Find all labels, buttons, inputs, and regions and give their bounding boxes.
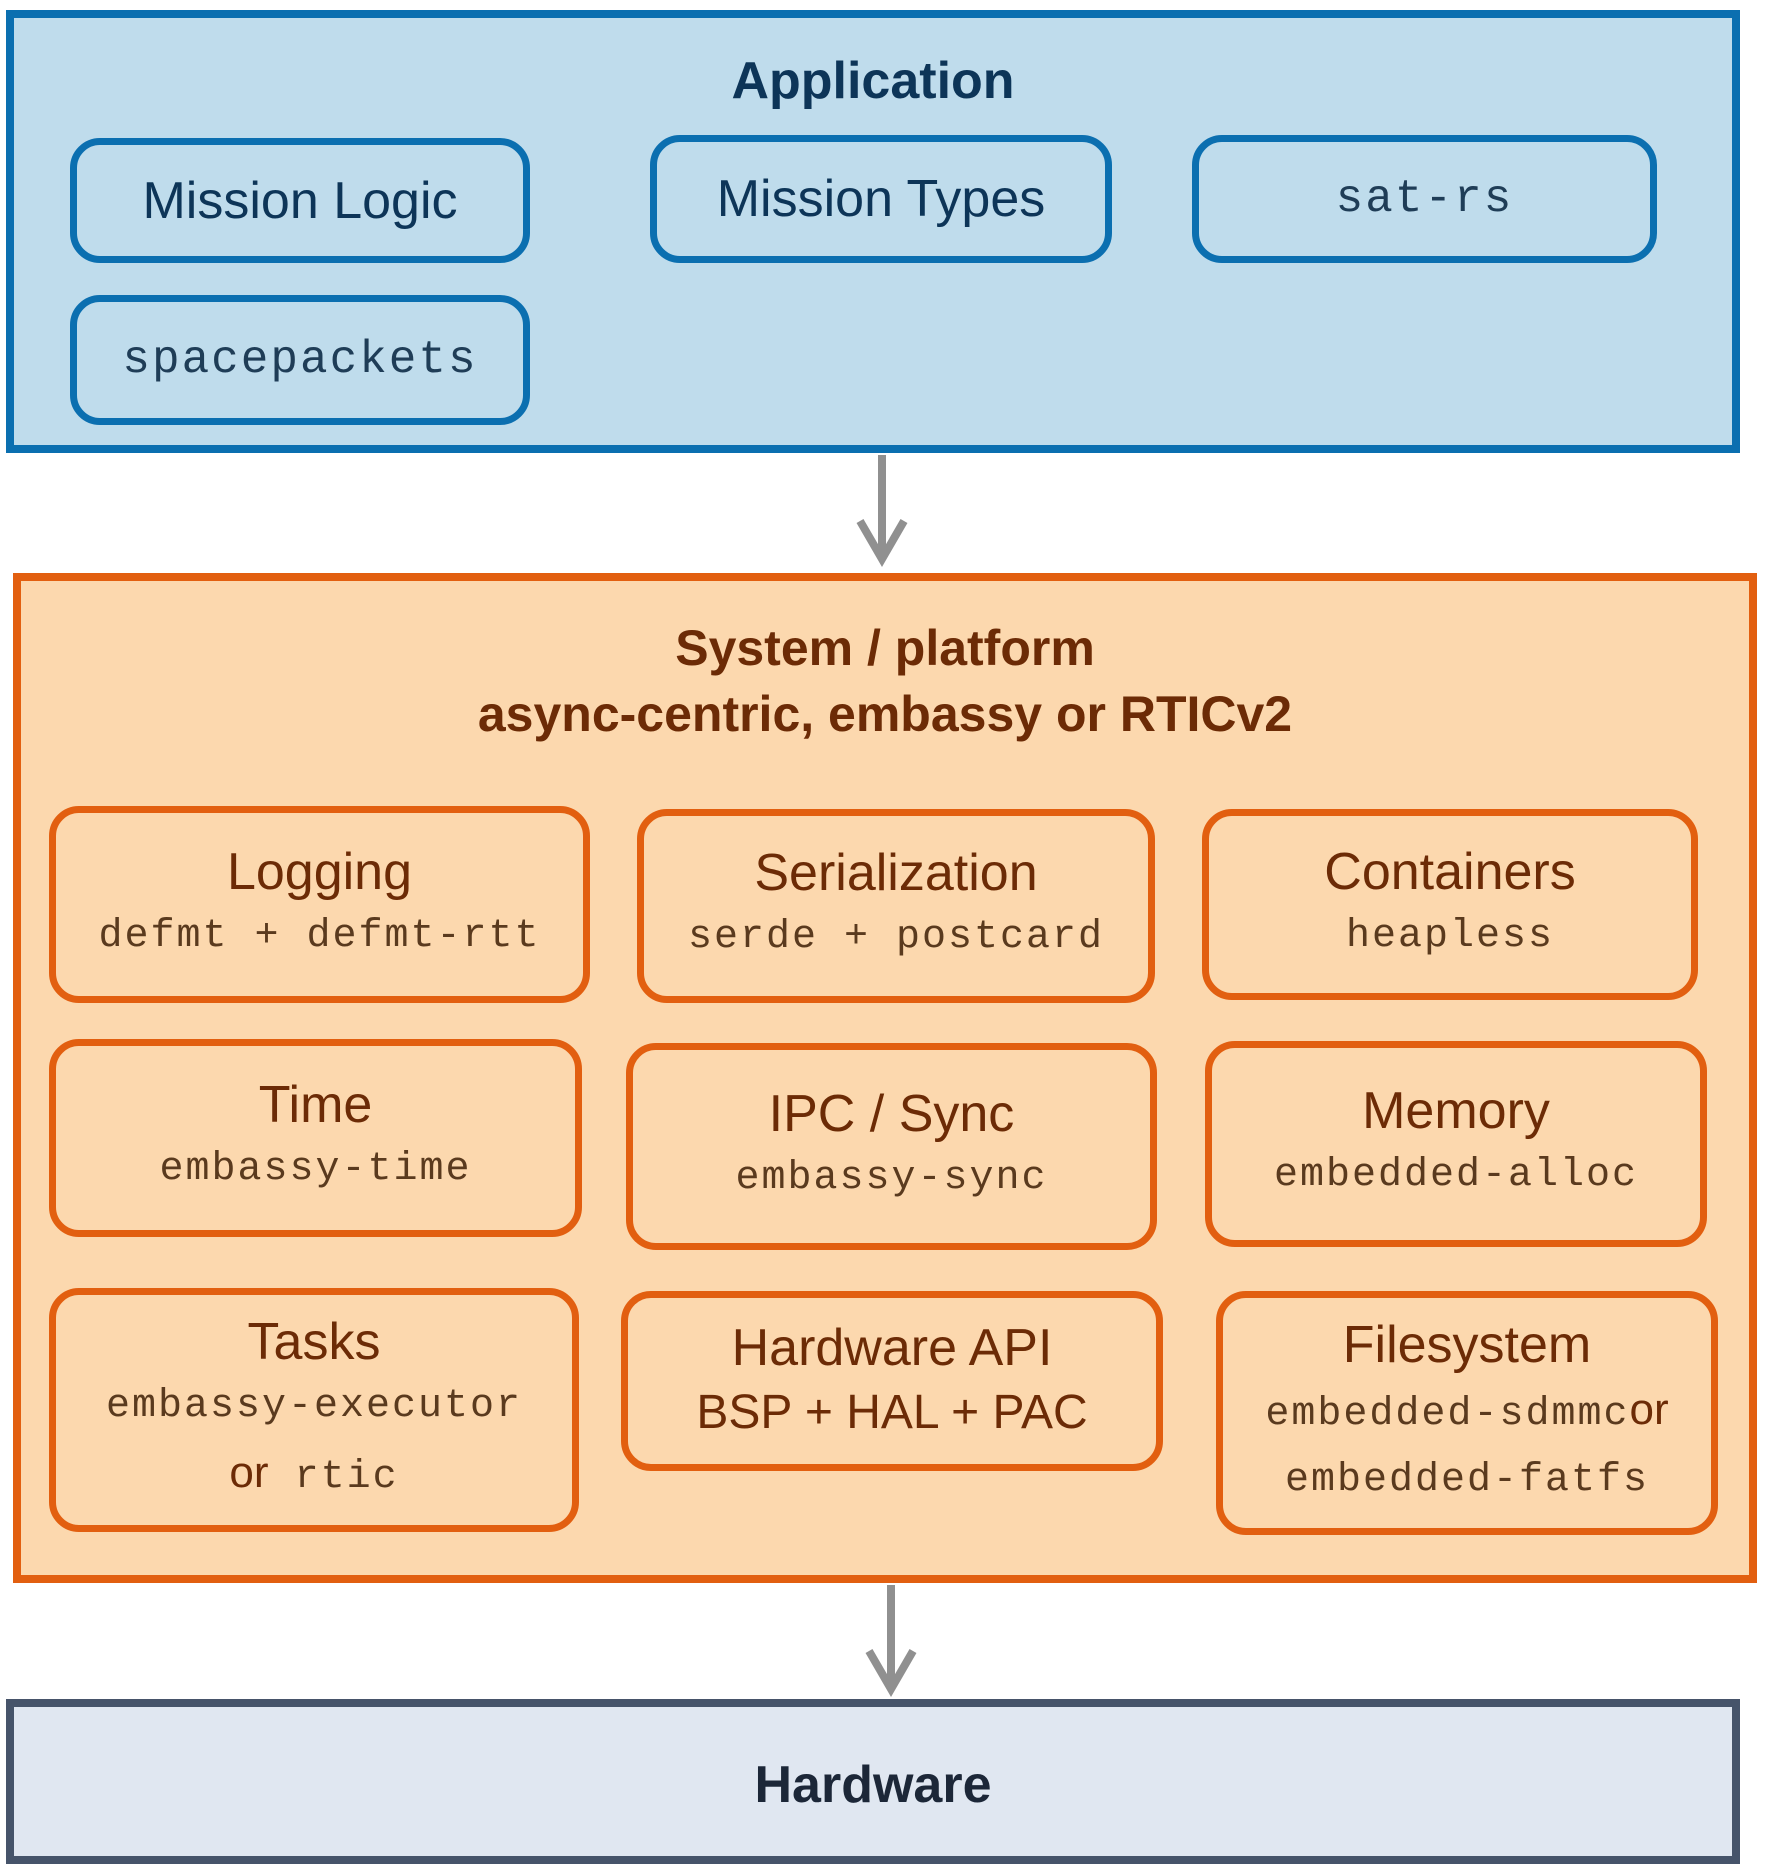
tasks-crate: embassy-executor — [105, 1383, 523, 1429]
spacepackets-label: spacepackets — [122, 334, 478, 386]
containers-crate: heapless — [1345, 913, 1555, 959]
serialization-box: Serialization serde + postcard — [637, 809, 1155, 1003]
arrow-application-to-system — [856, 455, 908, 567]
containers-label: Containers — [1324, 842, 1576, 901]
mission-types-label: Mission Types — [716, 170, 1046, 228]
filesystem-crate: embedded-sdmmc — [1265, 1391, 1630, 1437]
system-platform-layer-title: System / platform async-centric, embassy… — [477, 620, 1293, 742]
sat-rs-box: sat-rs — [1192, 135, 1657, 263]
time-crate: embassy-time — [159, 1147, 472, 1192]
time-label: Time — [258, 1076, 373, 1134]
system-platform-layer: System / platform async-centric, embassy… — [13, 573, 1757, 1583]
hardware-api-detail: BSP + HAL + PAC — [696, 1386, 1088, 1439]
spacepackets-box: spacepackets — [70, 295, 530, 425]
mission-logic-label: Mission Logic — [142, 171, 458, 230]
serialization-crate: serde + postcard — [687, 915, 1105, 960]
application-layer: Application Mission Logic Mission Types … — [6, 10, 1740, 453]
ipc-sync-box: IPC / Sync embassy-sync — [626, 1043, 1157, 1250]
logging-box: Logging defmt + defmt-rtt — [49, 806, 590, 1003]
filesystem-label: Filesystem — [1342, 1315, 1592, 1374]
filesystem-or-word: or — [1629, 1384, 1669, 1434]
tasks-box: Tasks embassy-executor or rtic — [49, 1288, 579, 1532]
hardware-api-box: Hardware API BSP + HAL + PAC — [621, 1291, 1163, 1471]
memory-box: Memory embedded-alloc — [1205, 1041, 1707, 1247]
mission-logic-box: Mission Logic — [70, 138, 530, 263]
memory-label: Memory — [1362, 1082, 1550, 1140]
filesystem-alt-crate: embedded-fatfs — [1284, 1457, 1650, 1503]
serialization-label: Serialization — [754, 844, 1038, 902]
time-box: Time embassy-time — [49, 1039, 582, 1237]
logging-label: Logging — [226, 842, 413, 901]
ipc-sync-crate: embassy-sync — [735, 1155, 1048, 1201]
tasks-label: Tasks — [247, 1312, 381, 1371]
containers-box: Containers heapless — [1202, 809, 1698, 1000]
tasks-or-word: or — [229, 1447, 269, 1497]
logging-crate: defmt + defmt-rtt — [98, 913, 541, 959]
ipc-sync-label: IPC / Sync — [768, 1084, 1015, 1143]
tasks-alt-crate: rtic — [294, 1454, 399, 1500]
hardware-layer: Hardware — [6, 1699, 1740, 1864]
filesystem-box: Filesystem embedded-sdmmcor embedded-fat… — [1216, 1291, 1718, 1535]
filesystem-crate-line: embedded-sdmmcor — [1265, 1377, 1668, 1448]
arrow-system-to-hardware — [865, 1585, 917, 1697]
sat-rs-label: sat-rs — [1335, 173, 1514, 225]
mission-types-box: Mission Types — [650, 135, 1112, 263]
application-layer-title: Application — [731, 52, 1015, 110]
hardware-layer-title: Hardware — [754, 1756, 992, 1814]
hardware-api-label: Hardware API — [731, 1319, 1053, 1377]
memory-crate: embedded-alloc — [1273, 1153, 1639, 1198]
tasks-alternative: or rtic — [229, 1440, 398, 1511]
